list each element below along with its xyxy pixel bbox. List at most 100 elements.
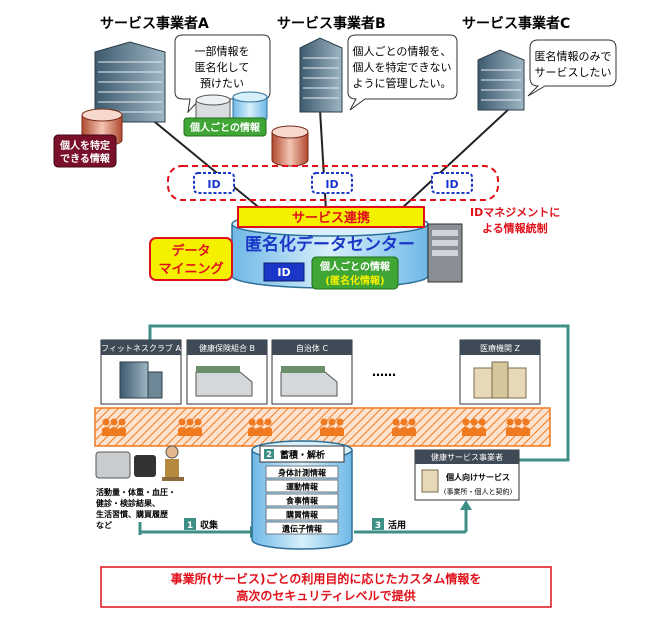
bubble-a-line1: 一部情報を (195, 44, 250, 58)
person-icon (514, 418, 522, 436)
id-box-a: ID (193, 172, 235, 194)
caption-box: 事業所(サービス)ごとの利用目的に応じたカスタム情報を 高次のセキュリティレベル… (100, 566, 552, 608)
service-link-bar: サービス連携 (237, 206, 425, 228)
collect-label-group: 1 収集 (184, 518, 219, 531)
per-person-info-badge: 個人ごとの情報 (183, 117, 267, 137)
center-id-label: ID (277, 266, 290, 279)
use-label-group: 3 活用 (372, 518, 406, 531)
use-num: 3 (375, 521, 381, 531)
id-box-c-label: ID (445, 178, 458, 191)
org-a-label: フィットネスクラブ A (101, 343, 181, 353)
data-items-line2: 健診・検診結果、 (96, 498, 160, 508)
store-item-label: 運動情報 (286, 482, 319, 492)
id-mgmt-line1: IDマネジメントに (470, 206, 560, 219)
bubble-b-line1: 個人ごとの情報を、 (353, 44, 452, 58)
data-mining-line1: データ (171, 243, 210, 259)
store-item-box (265, 479, 339, 493)
company-c-title: サービス事業者C (462, 15, 570, 32)
measurement-person-icon (95, 445, 184, 481)
collect-label: 収集 (200, 519, 219, 531)
data-items-line1: 活動量・体重・血圧・ (96, 487, 176, 497)
provider-box: 健康サービス事業者 個人向けサービス (事業所・個人と契約) (414, 449, 520, 501)
person-icon (328, 418, 336, 436)
person-icon (400, 418, 408, 436)
store-item-box (265, 465, 339, 479)
bubble-c: 匿名情報のみで サービスしたい (527, 39, 617, 97)
people-band (94, 407, 551, 447)
server-icon (427, 223, 463, 283)
store-item-label: 食事情報 (286, 496, 319, 506)
store-title: 蓄積・解析 (280, 449, 325, 461)
store-item-label: 遺伝子情報 (281, 524, 323, 534)
center-id-badge: ID (263, 262, 305, 282)
person-icon (256, 418, 264, 436)
bubble-c-line2: サービスしたい (535, 66, 612, 79)
person-icon (462, 418, 470, 436)
person-icon (118, 418, 126, 436)
building-c-icon (477, 49, 525, 111)
use-label: 活用 (388, 519, 406, 531)
person-icon (506, 418, 514, 436)
center-info-line1: 個人ごとの情報 (319, 260, 391, 273)
bubble-c-line1: 匿名情報のみで (535, 49, 612, 63)
center-info-line2: (匿名化情報) (325, 274, 384, 287)
store-num: 2 (266, 450, 272, 459)
per-person-info-label: 個人ごとの情報 (189, 121, 261, 134)
org-z-label: 医療機関 Z (480, 343, 521, 353)
data-items-line3: 生活習慣、購買履歴 (96, 509, 168, 519)
center-info-badge: 個人ごとの情報 (匿名化情報) (311, 256, 399, 290)
center-title: 匿名化データセンター (245, 234, 415, 255)
bubble-b-line3: ように管理したい。 (353, 76, 452, 90)
data-mining-box: データ マイニング (149, 237, 233, 281)
store-title-box: 2 蓄積・解析 (259, 445, 345, 463)
org-b-label: 健康保険組合 B (199, 343, 255, 353)
person-icon (320, 418, 328, 436)
store-item-label: 身体計測情報 (278, 468, 327, 478)
company-a-title: サービス事業者A (100, 15, 209, 32)
building-b-icon (299, 37, 343, 113)
person-icon (522, 418, 530, 436)
collect-num: 1 (187, 521, 193, 531)
id-box-b: ID (311, 172, 353, 194)
person-icon (178, 418, 186, 436)
connection-lines (149, 107, 511, 211)
data-mining-line2: マイニング (158, 261, 223, 277)
org-a-box: フィットネスクラブ A (100, 339, 182, 405)
org-ellipsis: …… (372, 365, 396, 379)
caption-line2: 高次のセキュリティレベルで提供 (236, 588, 415, 603)
id-box-b-label: ID (325, 178, 338, 191)
use-arrowhead (460, 500, 472, 510)
person-icon (336, 418, 344, 436)
person-icon (186, 418, 194, 436)
person-icon (408, 418, 416, 436)
person-icon (478, 418, 486, 436)
personal-id-info-badge: 個人を特定 できる情報 (53, 134, 117, 168)
data-items-line4: など (96, 520, 112, 530)
org-c-label: 自治体 C (296, 343, 329, 353)
person-icon (102, 418, 110, 436)
id-box-a-label: ID (207, 178, 220, 191)
person-icon (392, 418, 400, 436)
provider-contract: (事業所・個人と契約) (444, 487, 513, 496)
provider-title: 健康サービス事業者 (431, 452, 503, 462)
bubble-a-line3: 預けたい (200, 77, 244, 90)
bubble-a-line2: 匿名化して (195, 60, 250, 74)
people-group (102, 418, 530, 436)
provider-service: 個人向けサービス (445, 472, 510, 482)
caption-line1: 事業所(サービス)ごとの利用目的に応じたカスタム情報を (171, 571, 482, 586)
person-icon (248, 418, 256, 436)
org-b-box: 健康保険組合 B (186, 339, 268, 405)
org-z-box: 医療機関 Z (459, 339, 541, 405)
company-b-title: サービス事業者B (277, 15, 386, 32)
id-mgmt-line2: よる情報統制 (482, 221, 548, 235)
person-icon (470, 418, 478, 436)
personal-id-info-line1: 個人を特定 (59, 139, 110, 152)
bubble-b-line2: 個人を特定できない (353, 60, 452, 74)
db-b-red-icon (271, 125, 309, 167)
feedback-loop-line (148, 324, 570, 462)
org-c-box: 自治体 C (271, 339, 353, 405)
id-box-c: ID (431, 172, 473, 194)
store-item-label: 購買情報 (285, 510, 319, 520)
